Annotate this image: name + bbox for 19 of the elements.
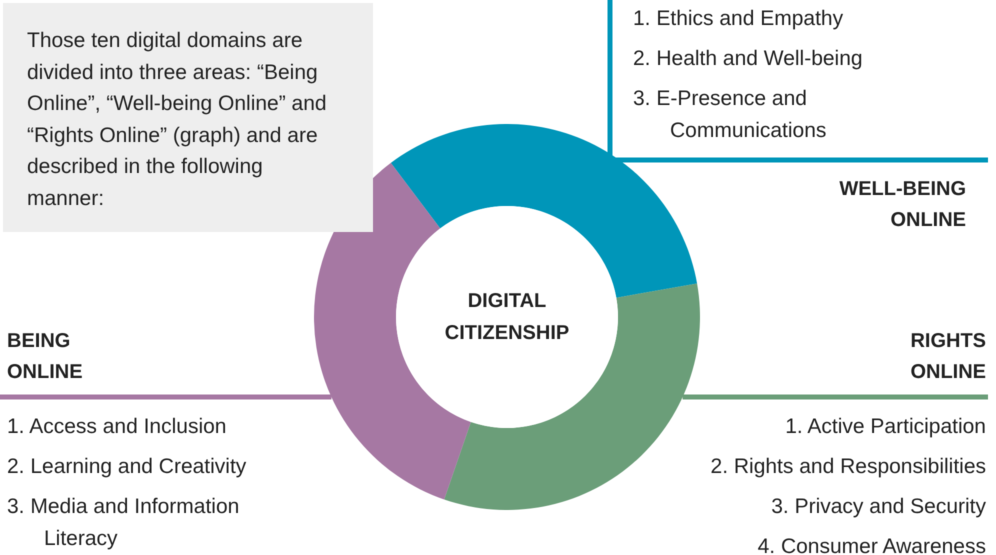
- list-item: 3. Media and Information Literacy: [7, 494, 240, 552]
- list-item: 1. Ethics and Empathy: [633, 6, 844, 32]
- center-title: DIGITAL CITIZENSHIP: [444, 289, 570, 346]
- list-item: 2. Health and Well-being: [633, 46, 864, 72]
- list-item: 1. Active Participation: [784, 414, 986, 440]
- list-item: 3. Privacy and Security: [770, 494, 986, 520]
- list-item: 1. Access and Inclusion: [7, 414, 228, 440]
- ring-segment: [444, 283, 700, 510]
- list-item: 2. Learning and Creativity: [7, 454, 248, 480]
- list-item: 2. Rights and Responsibilities: [710, 454, 986, 480]
- area-heading: RIGHTS ONLINE: [909, 329, 986, 385]
- area-heading: BEING ONLINE: [7, 329, 84, 385]
- note-text: Those ten digital domains are divided into three areas: “Being Online”, “Well-being Online” and “Rights Online” (graph) and are described in the following manner:: [27, 28, 328, 212]
- note-box: [3, 3, 373, 232]
- area-heading: WELL-BEING ONLINE: [838, 177, 966, 233]
- connector-line: [682, 394, 988, 400]
- list-item: 3. E-Presence and Communications: [633, 86, 828, 144]
- list-item: 4. Consumer Awareness: [756, 534, 986, 555]
- connector-line: [0, 394, 332, 400]
